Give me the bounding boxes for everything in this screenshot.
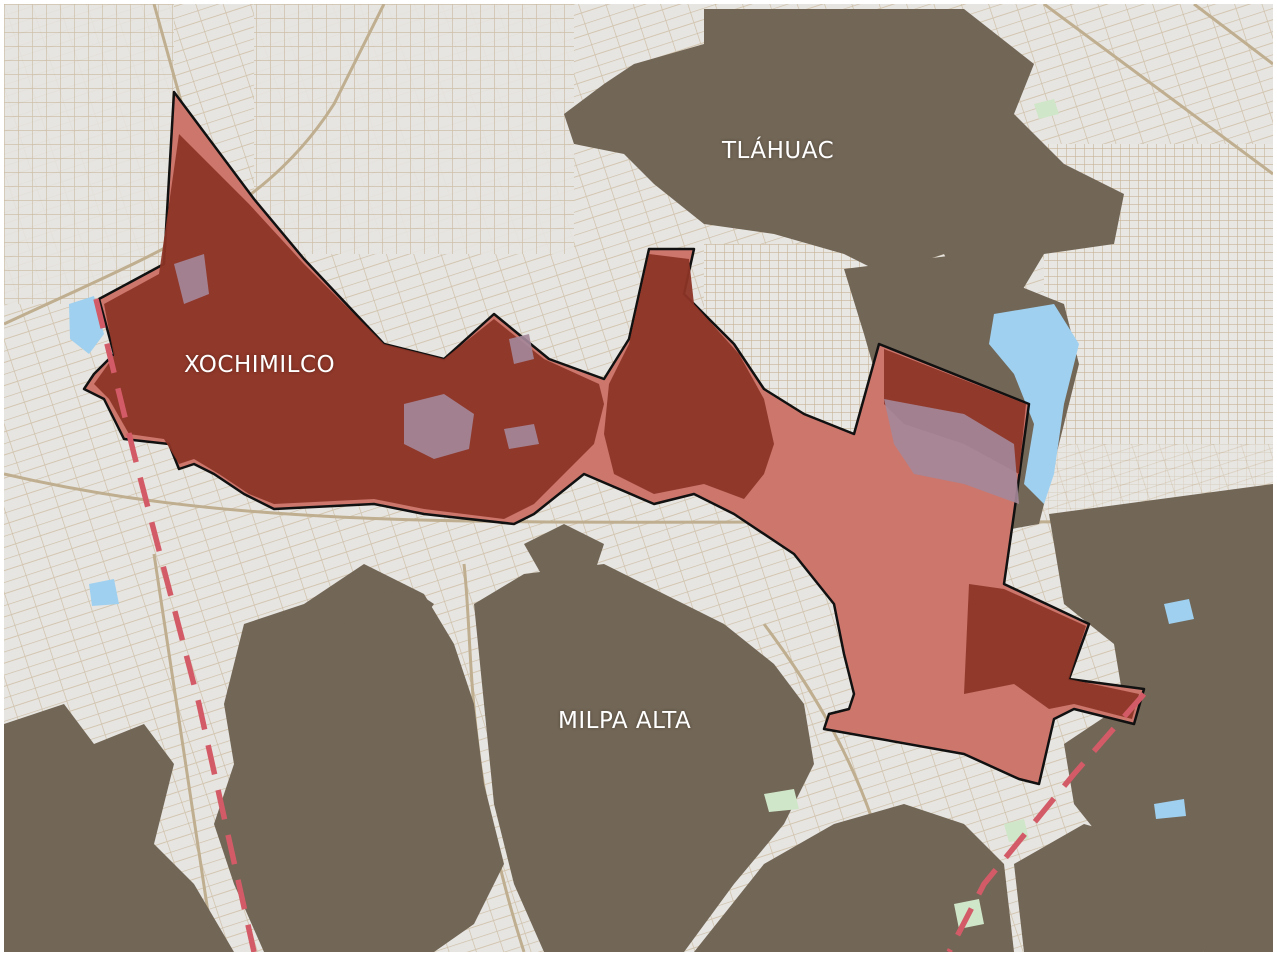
label-milpa-alta: MILPA ALTA — [558, 708, 692, 734]
dashed-boundary-east — [946, 692, 1147, 952]
dashed-boundary-west — [93, 298, 257, 952]
district-fill-dark-west[interactable] — [94, 134, 604, 519]
dashed-boundaries — [93, 298, 1147, 952]
urban-grid-west — [4, 4, 174, 304]
water-bodies — [69, 296, 1194, 819]
urban-grid-north — [254, 4, 574, 254]
map-canvas[interactable] — [4, 4, 1273, 952]
conservation-land — [4, 9, 1273, 952]
district-fill-dark-southeast[interactable] — [964, 584, 1139, 719]
label-xochimilco: XOCHIMILCO — [184, 352, 336, 378]
highlighted-district[interactable] — [82, 90, 1146, 786]
district-water — [174, 254, 1019, 504]
district-fill-dark-center[interactable] — [604, 254, 774, 499]
label-tlahuac: TLÁHUAC — [722, 138, 835, 164]
